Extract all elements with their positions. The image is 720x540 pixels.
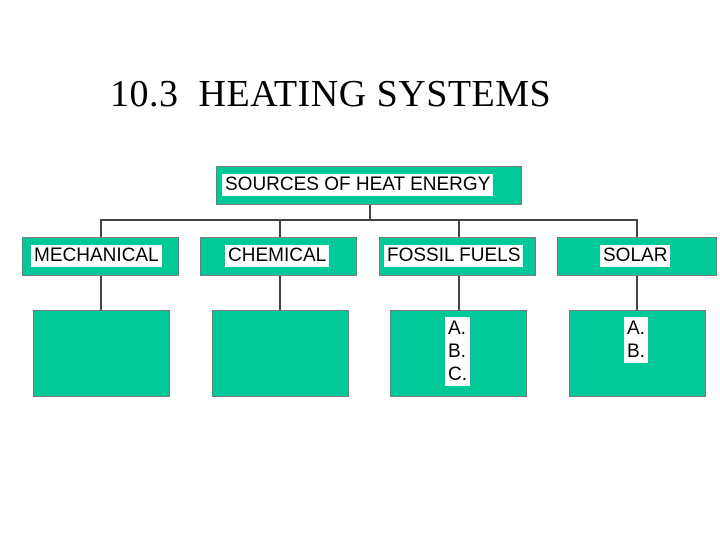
list-item: A. — [448, 318, 466, 339]
connector-chemical-sub — [279, 276, 281, 310]
list-item: A. — [627, 318, 645, 339]
sub-box-chemical — [212, 310, 349, 397]
connector-solar — [636, 219, 638, 237]
category-label: SOLAR — [600, 245, 671, 267]
sub-box-mechanical — [33, 310, 170, 397]
category-solar: SOLAR — [557, 237, 717, 276]
connector-mechanical-sub — [100, 276, 102, 310]
sub-box-fossil-fuels: A. B. C. — [390, 310, 527, 397]
root-node: SOURCES OF HEAT ENERGY — [216, 166, 522, 205]
category-label: CHEMICAL — [225, 245, 330, 267]
sub-box-solar: A. B. — [569, 310, 706, 397]
connector-fossil — [458, 219, 460, 237]
fossil-fuels-list: A. B. C. — [445, 317, 470, 386]
connector-chemical — [279, 219, 281, 237]
category-mechanical: MECHANICAL — [22, 237, 179, 276]
list-item: B. — [448, 341, 466, 362]
connector-solar-sub — [636, 276, 638, 310]
page-title: 10.3 HEATING SYSTEMS — [110, 73, 552, 115]
connector-fossil-sub — [458, 276, 460, 310]
list-item: C. — [448, 364, 467, 385]
category-label: FOSSIL FUELS — [384, 245, 524, 267]
solar-list: A. B. — [624, 317, 648, 363]
category-chemical: CHEMICAL — [200, 237, 357, 276]
connector-mechanical — [100, 219, 102, 237]
root-label: SOURCES OF HEAT ENERGY — [222, 174, 494, 196]
category-label: MECHANICAL — [31, 245, 162, 267]
connector-root-down — [369, 204, 371, 220]
list-item: B. — [627, 341, 645, 362]
category-fossil-fuels: FOSSIL FUELS — [379, 237, 536, 276]
connector-horizontal — [100, 219, 638, 221]
